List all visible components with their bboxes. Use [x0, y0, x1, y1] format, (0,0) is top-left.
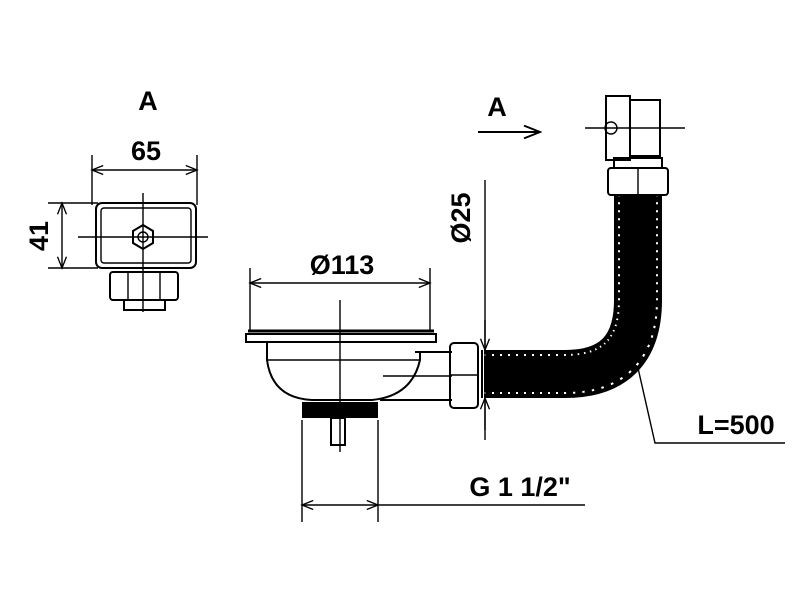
view-a-body: [78, 193, 208, 312]
strainer-body: [245, 300, 479, 452]
view-arrow: A: [478, 92, 540, 132]
bowl-diameter-dimension: Ø113: [250, 250, 430, 330]
height-dimension: 41: [24, 203, 98, 268]
width-dimension-label: 65: [131, 136, 161, 166]
view-arrow-label: A: [487, 92, 507, 122]
width-dimension: 65: [92, 136, 197, 205]
thread-dimension: G 1 1/2": [302, 420, 585, 522]
hose-length-callout: L=500: [637, 367, 785, 444]
bowl-diameter-label: Ø113: [310, 250, 375, 280]
height-dimension-label: 41: [24, 221, 54, 251]
top-fitting: [585, 95, 685, 196]
hose-diameter-label: Ø25: [446, 192, 476, 243]
view-a: A 65 41: [24, 86, 208, 312]
view-a-title: A: [138, 86, 158, 116]
corrugated-hose: [481, 196, 662, 398]
hose-length-label: L=500: [697, 410, 774, 440]
hose-diameter-dimension: Ø25: [446, 180, 485, 440]
thread-label: G 1 1/2": [469, 472, 570, 502]
